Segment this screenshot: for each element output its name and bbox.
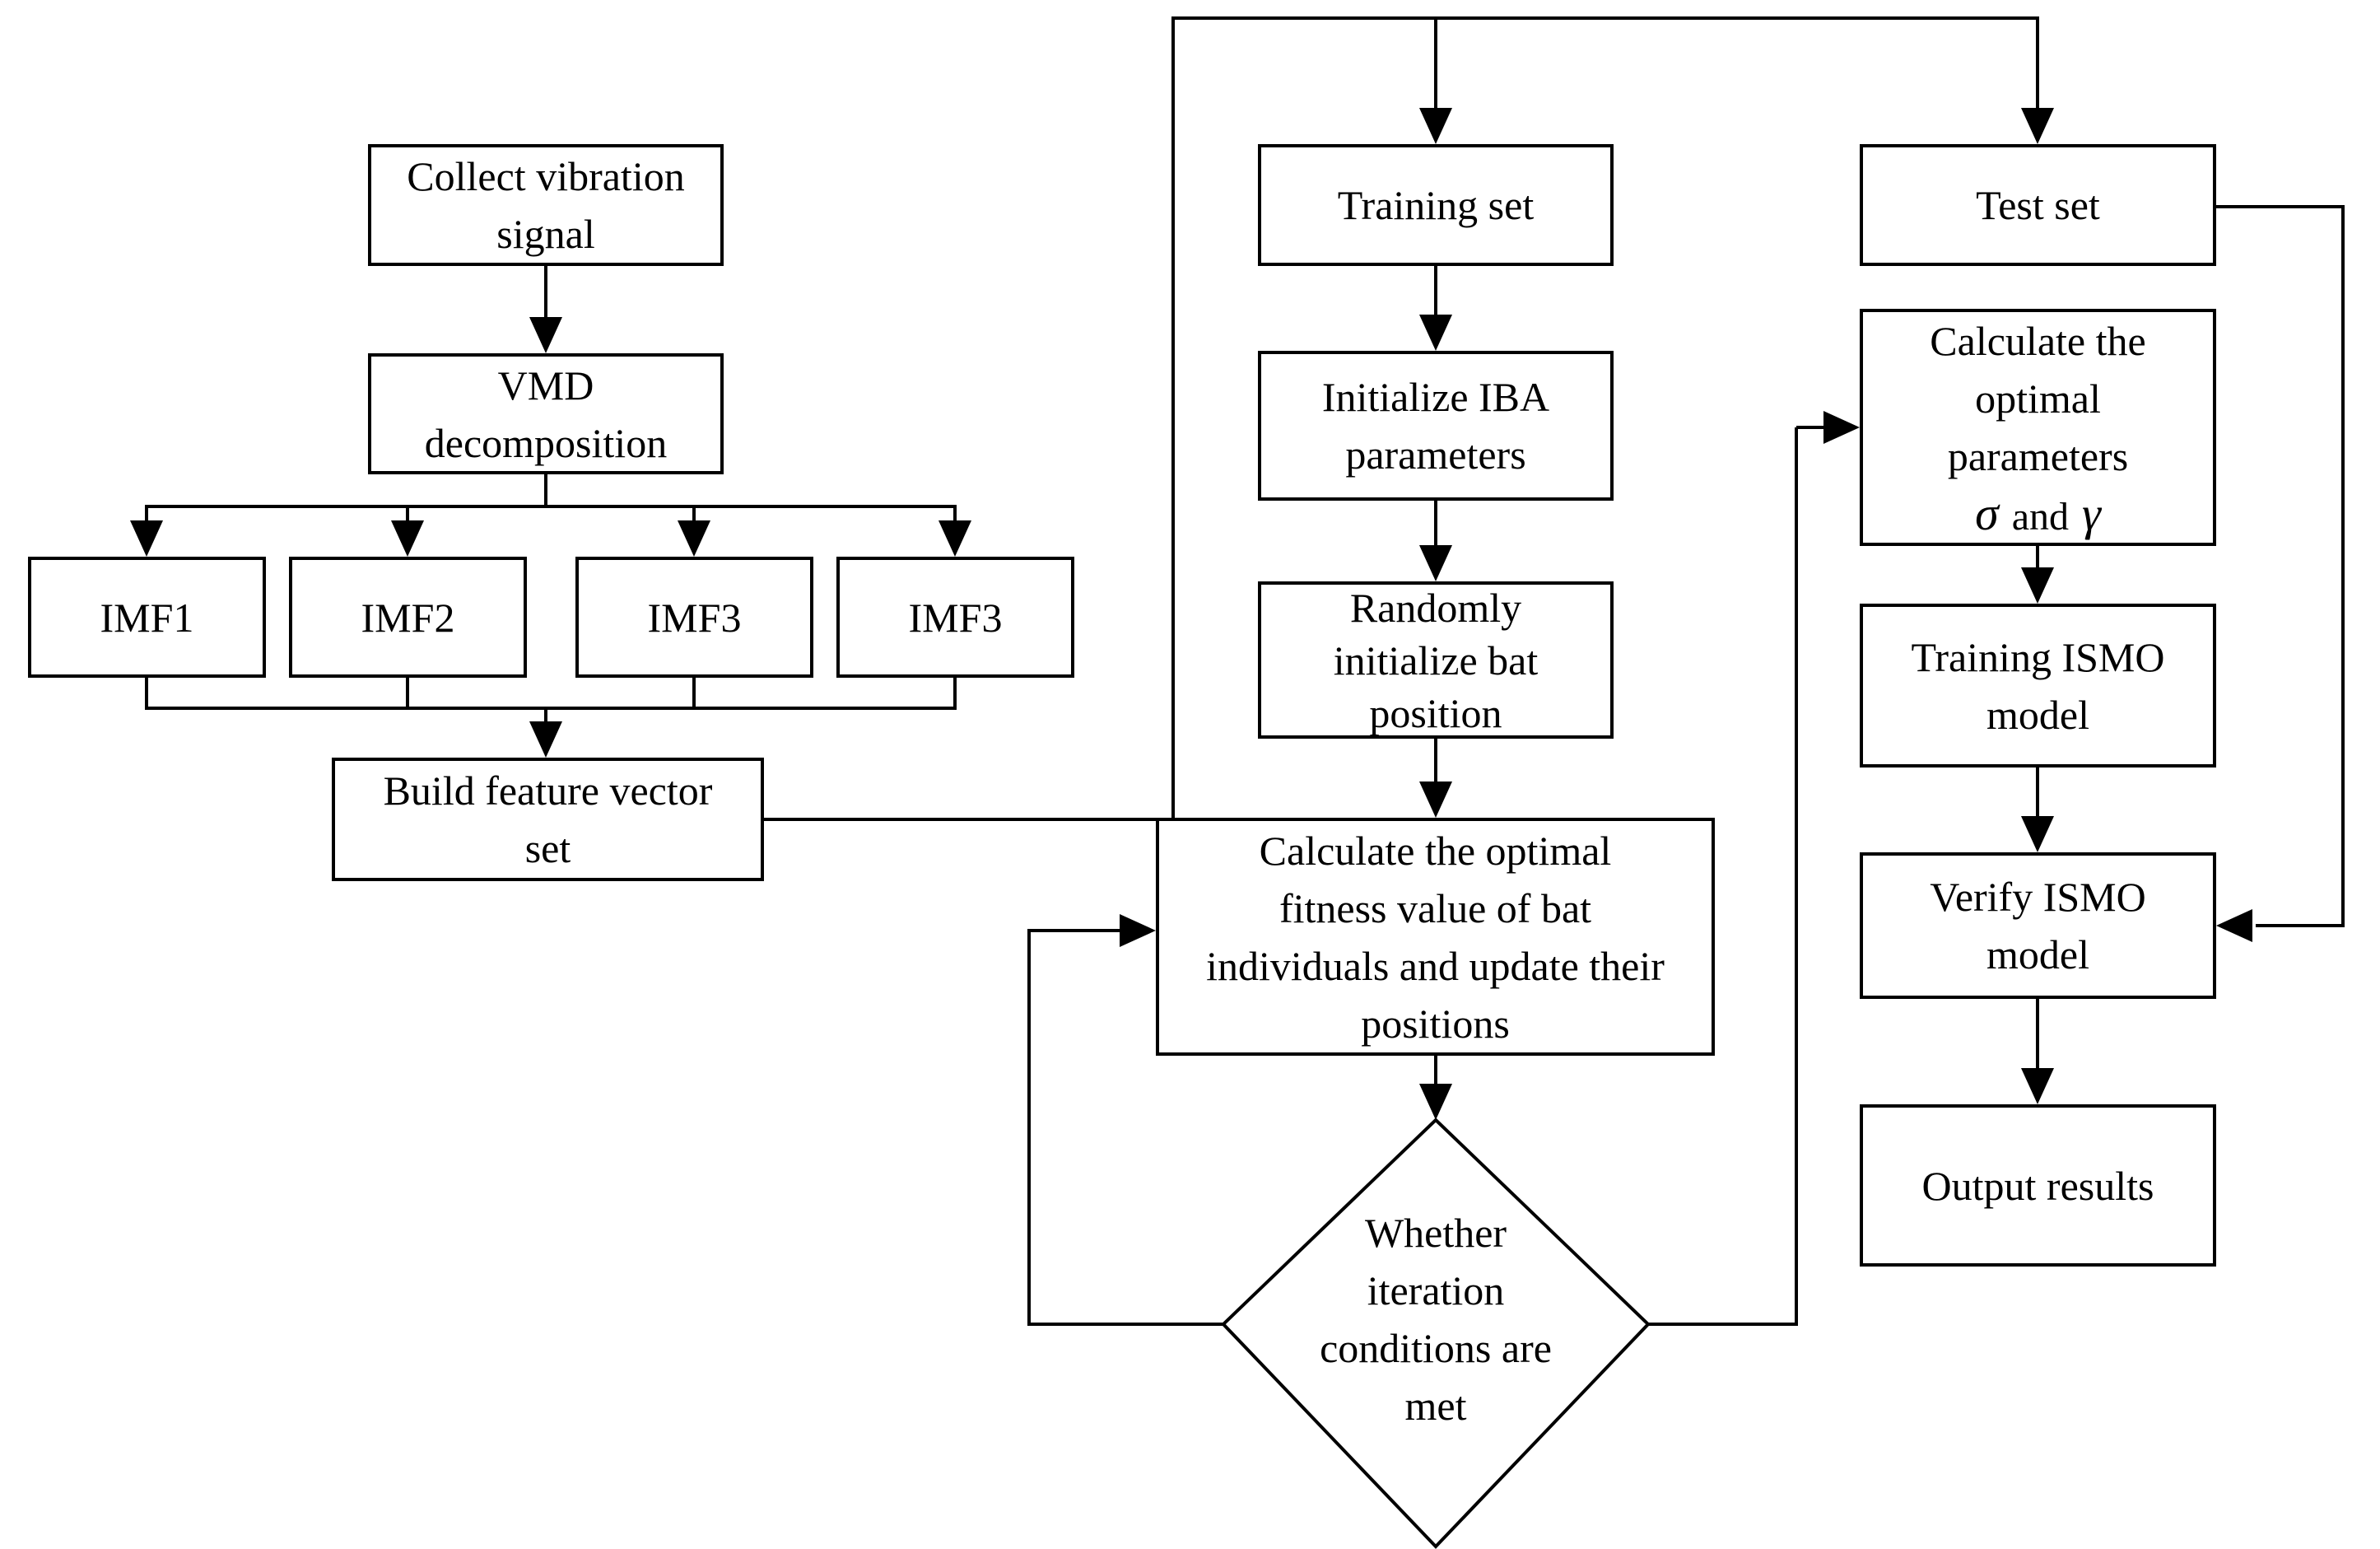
arrowhead-down-random [1419, 545, 1452, 581]
connector-vmd-to-imf-branch [145, 474, 957, 530]
arrowhead-down-iba [1419, 315, 1452, 351]
box-training-ismo-line-2: model [1986, 691, 2089, 738]
box-training-set: Training set [1258, 144, 1614, 266]
connector-build-to-top-rail [764, 16, 2039, 821]
box-test-set-label: Test set [1976, 182, 2100, 228]
box-imf2-label: IMF2 [361, 594, 455, 641]
box-fitness-line-4: positions [1361, 1000, 1510, 1047]
box-imf2: IMF2 [289, 557, 527, 678]
box-vmd-line-2: decomposition [424, 419, 668, 466]
box-params-line-2: optimal [1975, 376, 2101, 422]
decision-line-2: iteration [1367, 1267, 1505, 1313]
box-fitness-line-3: individuals and update their [1206, 942, 1665, 989]
arrowhead-down-build [529, 721, 562, 758]
arrowhead-down-training-set [1419, 108, 1452, 144]
arrowhead-down-verify [2021, 816, 2054, 852]
box-initialize-iba-parameters: Initialize IBA parameters [1258, 351, 1614, 501]
gamma-symbol: γ [2082, 487, 2101, 540]
box-verify-ismo-model: Verify ISMO model [1860, 852, 2216, 999]
box-output-results-label: Output results [1921, 1162, 2154, 1209]
decision-line-4: met [1404, 1383, 1467, 1429]
box-iba-line-1: Initialize IBA [1321, 374, 1550, 420]
box-fitness-line-1: Calculate the optimal [1259, 827, 1612, 874]
box-imf1-label: IMF1 [100, 594, 194, 641]
box-imf4: IMF3 [836, 557, 1074, 678]
box-training-ismo-line-1: Training ISMO [1911, 633, 2165, 680]
connector-decision-to-calc-params [1646, 426, 1828, 1326]
box-verify-line-1: Verify ISMO [1930, 874, 2146, 920]
arrowhead-down-imf3 [678, 520, 710, 557]
arrowhead-down-output [2021, 1068, 2054, 1104]
box-collect-vibration-signal: Collect vibration signal [368, 144, 724, 266]
arrowhead-down-training-ismo [2021, 567, 2054, 604]
box-test-set: Test set [1860, 144, 2216, 266]
arrowhead-down-imf1 [130, 520, 163, 557]
connector-decision-loop-back [1027, 929, 1225, 1326]
connector-test-to-verify [2216, 205, 2345, 927]
sigma-symbol: σ [1975, 487, 1999, 540]
arrowhead-down-vmd [529, 317, 562, 353]
decision-line-3: conditions are [1320, 1325, 1552, 1371]
box-imf1: IMF1 [28, 557, 266, 678]
box-iba-line-2: parameters [1345, 432, 1526, 478]
box-collect-line-2: signal [496, 211, 595, 257]
box-build-line-2: set [524, 825, 571, 871]
arrowhead-right-fitness-loop [1120, 914, 1156, 947]
box-output-results: Output results [1860, 1104, 2216, 1267]
box-params-line-1: Calculate the [1930, 318, 2146, 364]
box-training-ismo-model: Training ISMO model [1860, 604, 2216, 768]
arrowhead-left-verify [2216, 909, 2252, 942]
box-vmd-decomposition: VMD decomposition [368, 353, 724, 474]
decision-diamond-shape [1221, 1117, 1651, 1549]
box-build-line-1: Build feature vector [383, 768, 713, 814]
box-vmd-line-1: VMD [497, 362, 594, 408]
decision-line-1: Whether [1364, 1210, 1507, 1256]
arrowhead-down-imf4 [938, 520, 971, 557]
decision-label: Whether iteration conditions are met [1271, 1204, 1600, 1435]
arrowhead-down-imf2 [391, 520, 424, 557]
box-random-line-2: initialize bat [1333, 637, 1539, 684]
arrowhead-down-fitness [1419, 781, 1452, 818]
and-word: and [2011, 495, 2070, 539]
box-build-feature-vector-set: Build feature vector set [332, 758, 764, 881]
arrowhead-down-decision [1419, 1084, 1452, 1120]
arrowhead-down-test-set [2021, 108, 2054, 144]
box-random-line-3: position [1369, 689, 1502, 736]
box-randomly-initialize-bat-position: Randomly initialize bat position [1258, 581, 1614, 739]
box-params-line-3: parameters [1947, 433, 2129, 479]
box-calculate-optimal-fitness: Calculate the optimal fitness value of b… [1156, 818, 1715, 1056]
box-verify-line-2: model [1986, 931, 2089, 977]
box-imf4-label: IMF3 [908, 594, 1003, 641]
box-fitness-line-2: fitness value of bat [1278, 884, 1592, 931]
box-collect-line-1: Collect vibration [407, 153, 685, 199]
box-training-set-label: Training set [1337, 182, 1535, 228]
arrowhead-right-calc-params [1823, 411, 1860, 444]
box-random-line-1: Randomly [1349, 584, 1522, 631]
box-imf3: IMF3 [575, 557, 813, 678]
box-imf3-label: IMF3 [647, 594, 742, 641]
